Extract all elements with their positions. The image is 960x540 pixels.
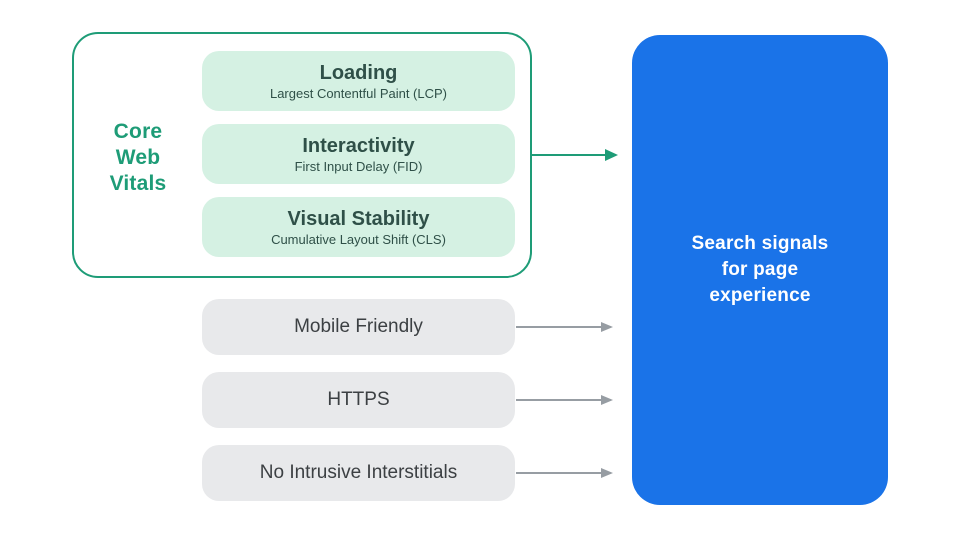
interactivity-pill: Interactivity First Input Delay (FID) <box>202 124 515 184</box>
visual-stability-title: Visual Stability <box>287 207 430 230</box>
mobile-friendly-label: Mobile Friendly <box>294 316 423 337</box>
visual-stability-pill: Visual Stability Cumulative Layout Shift… <box>202 197 515 257</box>
core-web-vitals-group <box>72 32 532 278</box>
search-signals-label: Search signals for page experience <box>691 233 829 306</box>
visual-stability-subtitle: Cumulative Layout Shift (CLS) <box>271 231 446 247</box>
arrow-https <box>516 399 611 401</box>
arrow-core-web-vitals <box>532 154 616 156</box>
search-signals-box: Search signals for page experience <box>632 35 888 505</box>
arrow-no-intrusive-interstitials <box>516 472 611 474</box>
arrow-mobile-friendly <box>516 326 611 328</box>
https-pill: HTTPS <box>202 372 515 428</box>
interactivity-subtitle: First Input Delay (FID) <box>294 158 423 174</box>
https-label: HTTPS <box>327 389 390 410</box>
loading-pill: Loading Largest Contentful Paint (LCP) <box>202 51 515 111</box>
loading-title: Loading <box>319 61 398 84</box>
no-intrusive-interstitials-label: No Intrusive Interstitials <box>259 462 458 483</box>
mobile-friendly-pill: Mobile Friendly <box>202 299 515 355</box>
no-intrusive-interstitials-pill: No Intrusive Interstitials <box>202 445 515 501</box>
core-web-vitals-label: Core Web Vitals <box>109 120 167 195</box>
loading-subtitle: Largest Contentful Paint (LCP) <box>269 85 448 101</box>
interactivity-title: Interactivity <box>302 134 415 157</box>
